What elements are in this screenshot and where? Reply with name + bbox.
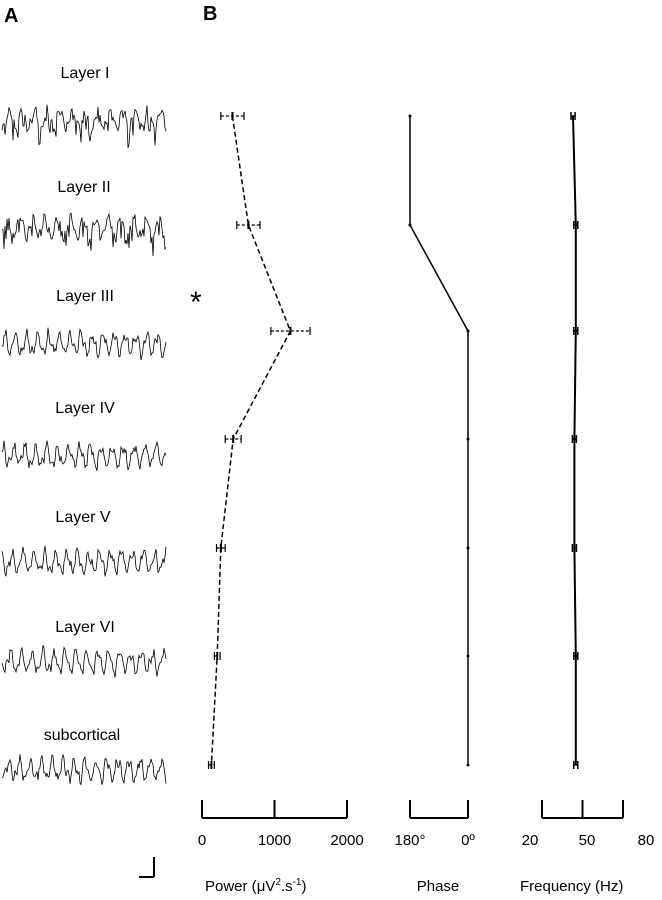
phase-point-3 <box>466 329 470 333</box>
power-error-bar-2 <box>236 221 261 229</box>
frequency-error-bar-1 <box>570 112 576 120</box>
lfp-trace-3 <box>1 327 167 361</box>
phase-plot: 180° 0º <box>394 114 475 849</box>
lfp-trace-2 <box>1 212 167 257</box>
lfp-trace-4 <box>1 440 167 472</box>
phase-point-5 <box>466 546 470 550</box>
power-error-bar-5 <box>215 544 226 552</box>
phase-point-4 <box>466 437 470 441</box>
frequency-error-bar-3 <box>572 327 579 335</box>
frequency-error-bar-7 <box>572 761 579 769</box>
power-series-line <box>210 115 292 766</box>
panel-label-a: A <box>4 5 18 27</box>
power-error-bar-6 <box>213 652 221 660</box>
power-error-bar-4 <box>224 435 242 443</box>
power-plot: 0 1000 2000 <box>198 112 364 849</box>
lfp-trace-7 <box>1 754 167 786</box>
phase-tick-label-1: 0º <box>461 832 475 849</box>
layer-label-1: Layer I <box>61 65 110 82</box>
phase-tick-label-0: 180° <box>394 832 425 849</box>
frequency-error-bar-4 <box>571 435 578 443</box>
scale-bar <box>139 857 155 878</box>
phase-point-7 <box>466 763 470 767</box>
power-axis-title: Power (μV2.s-1) <box>205 877 307 895</box>
frequency-axis-title: Frequency (Hz) <box>520 878 623 895</box>
frequency-tick-label-1: 50 <box>579 832 596 849</box>
frequency-series-line <box>572 115 577 765</box>
frequency-error-bar-5 <box>571 544 578 552</box>
phase-point-6 <box>466 654 470 658</box>
frequency-tick-label-0: 20 <box>522 832 539 849</box>
lfp-trace-6 <box>1 645 167 678</box>
layer-label-6: Layer VI <box>55 619 115 636</box>
frequency-tick-label-2: 80 <box>638 832 655 849</box>
lfp-trace-1 <box>1 104 167 149</box>
power-tick-label-0: 0 <box>198 832 206 849</box>
layer-label-5: Layer V <box>55 509 110 526</box>
phase-point-1 <box>408 114 412 118</box>
phase-point-2 <box>408 223 412 227</box>
layer-label-4: Layer IV <box>55 400 115 417</box>
lfp-traces <box>1 104 167 786</box>
layer-label-2: Layer II <box>57 179 110 196</box>
frequency-plot: 20 50 80 <box>522 112 655 849</box>
panel-label-b: B <box>203 3 217 25</box>
power-error-bar-1 <box>220 112 245 120</box>
phase-series-line <box>409 116 469 765</box>
layer-label-7: subcortical <box>44 727 120 744</box>
power-tick-label-1: 1000 <box>258 832 291 849</box>
frequency-error-bar-2 <box>572 221 579 229</box>
layer-label-3: Layer III <box>56 288 114 305</box>
significance-asterisk: * <box>190 286 202 319</box>
power-error-bar-7 <box>207 761 215 769</box>
phase-axis-title: Phase <box>417 878 460 895</box>
power-error-bar-3 <box>270 327 311 335</box>
frequency-error-bar-6 <box>572 652 579 660</box>
layer-labels: Layer I Layer II Layer III Layer IV Layer V L… <box>44 65 120 744</box>
lfp-trace-5 <box>1 545 167 577</box>
power-tick-label-2: 2000 <box>330 832 363 849</box>
